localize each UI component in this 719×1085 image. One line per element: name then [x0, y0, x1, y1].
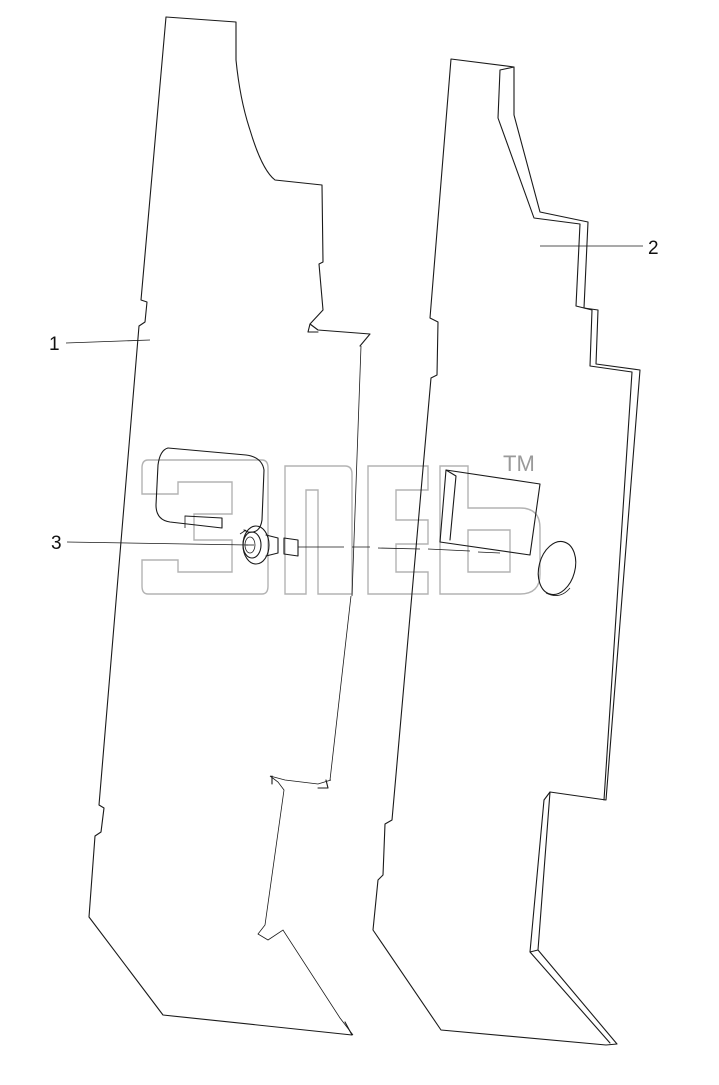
- callout-label-2: 2: [648, 238, 659, 259]
- callout-2: 2: [540, 238, 659, 259]
- callout-3: 3: [51, 533, 249, 554]
- trademark-mark: TM: [503, 451, 535, 476]
- callout-label-3: 3: [51, 533, 62, 554]
- callout-label-1: 1: [49, 334, 60, 355]
- callout-1: 1: [49, 334, 151, 355]
- watermark-logo: TM: [141, 451, 541, 595]
- panel-part-1: [88, 16, 371, 1036]
- panel-part-2: [372, 58, 641, 1046]
- fastener-part-3: [242, 525, 501, 565]
